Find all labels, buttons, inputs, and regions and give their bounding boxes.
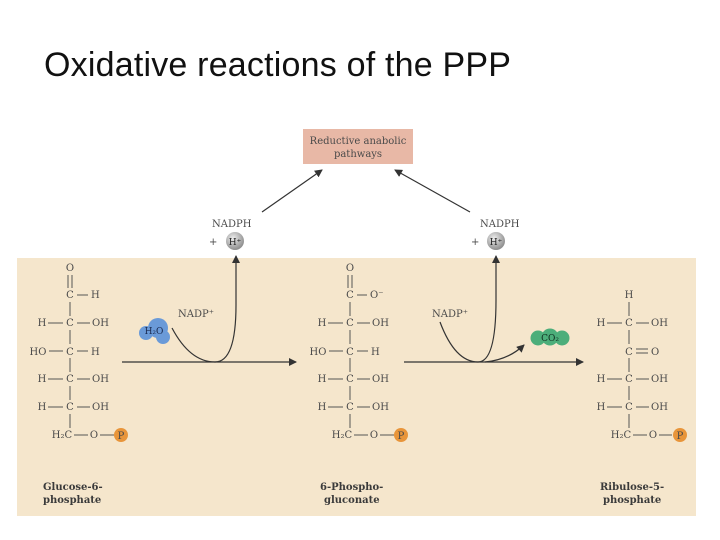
svg-text:H⁺: H⁺ — [229, 238, 242, 248]
svg-text:O⁻: O⁻ — [370, 290, 383, 301]
svg-text:H: H — [625, 290, 634, 301]
svg-text:C: C — [625, 374, 633, 385]
svg-text:OH: OH — [92, 318, 109, 329]
nadp-label-right: NADP⁺ — [432, 309, 468, 320]
svg-text:H: H — [91, 347, 100, 358]
svg-text:O: O — [370, 430, 378, 441]
arrow-to-box-right — [394, 169, 471, 213]
svg-text:OH: OH — [651, 374, 668, 385]
anabolic-pathways-box — [303, 129, 413, 164]
svg-text:OH: OH — [651, 318, 668, 329]
phosphate-icon — [394, 428, 408, 442]
svg-text:OH: OH — [92, 402, 109, 413]
compound-name-line-1: 6-Phospho- — [320, 482, 383, 493]
svg-text:H₂O: H₂O — [145, 327, 164, 337]
slide-title: Oxidative reactions of the PPP — [44, 46, 512, 84]
svg-text:C: C — [346, 290, 354, 301]
svg-text:C: C — [66, 402, 74, 413]
glucose-6-phosphate: O C H H C OH HO C H H C OH H C OH H₂C O … — [30, 263, 128, 506]
svg-text:C: C — [66, 318, 74, 329]
svg-text:P: P — [677, 431, 684, 442]
nadp-label-left: NADP⁺ — [178, 309, 214, 320]
svg-text:H: H — [318, 318, 327, 329]
co2-molecule: CO₂ — [530, 328, 570, 346]
svg-text:H: H — [597, 402, 606, 413]
svg-text:H: H — [38, 374, 47, 385]
svg-text:OH: OH — [372, 374, 389, 385]
nadp-curve-2 — [439, 255, 500, 363]
svg-text:O: O — [651, 347, 659, 358]
ribulose-5-phosphate: H H C OH C O H C OH H C OH H₂C O P Ribul… — [597, 290, 687, 506]
svg-text:OH: OH — [651, 402, 668, 413]
svg-text:H: H — [597, 318, 606, 329]
arrow-to-box-left — [261, 169, 323, 213]
svg-text:C: C — [346, 347, 354, 358]
plus-sign-left: + — [209, 237, 217, 248]
svg-text:H: H — [371, 347, 380, 358]
svg-text:C: C — [66, 347, 74, 358]
6-phosphogluconate: O C O⁻ H C OH HO C H H C OH H C OH H₂C O… — [310, 263, 408, 506]
svg-text:HO: HO — [30, 347, 47, 358]
svg-text:OH: OH — [372, 402, 389, 413]
svg-text:P: P — [118, 431, 125, 442]
svg-text:C: C — [346, 318, 354, 329]
svg-text:H: H — [318, 402, 327, 413]
compound-name-line-2: phosphate — [43, 495, 101, 506]
compound-name-line-1: Ribulose-5- — [600, 482, 664, 493]
nadp-curve-1 — [171, 255, 240, 363]
svg-text:H₂C: H₂C — [332, 430, 353, 441]
svg-text:O: O — [649, 430, 657, 441]
svg-text:O: O — [90, 430, 98, 441]
svg-text:H: H — [91, 290, 100, 301]
svg-text:HO: HO — [310, 347, 327, 358]
svg-text:O: O — [346, 263, 354, 274]
water-molecule: H₂O — [139, 318, 170, 344]
svg-text:C: C — [346, 374, 354, 385]
svg-text:H⁺: H⁺ — [490, 238, 503, 248]
box-line-2: pathways — [334, 149, 382, 160]
svg-text:H: H — [38, 402, 47, 413]
svg-text:C: C — [66, 374, 74, 385]
svg-text:C: C — [346, 402, 354, 413]
svg-text:C: C — [625, 347, 633, 358]
svg-text:OH: OH — [372, 318, 389, 329]
compound-name-line-2: phosphate — [603, 495, 661, 506]
svg-text:C: C — [66, 290, 74, 301]
h-ion-left — [226, 232, 244, 250]
svg-text:O: O — [66, 263, 74, 274]
reaction-panel — [17, 258, 696, 516]
h-ion-right — [487, 232, 505, 250]
nadph-label-left: NADPH — [212, 219, 252, 230]
nadph-label-right: NADPH — [480, 219, 520, 230]
box-line-1: Reductive anabolic — [310, 136, 407, 147]
svg-text:H₂C: H₂C — [52, 430, 73, 441]
svg-text:H: H — [318, 374, 327, 385]
plus-sign-right: + — [471, 237, 479, 248]
phosphate-icon — [673, 428, 687, 442]
svg-text:OH: OH — [92, 374, 109, 385]
phosphate-icon — [114, 428, 128, 442]
co2-release-arrow — [484, 344, 525, 363]
svg-text:P: P — [398, 431, 405, 442]
svg-text:H: H — [597, 374, 606, 385]
svg-text:H: H — [38, 318, 47, 329]
compound-name-line-1: Glucose-6- — [43, 482, 103, 493]
svg-text:CO₂: CO₂ — [541, 334, 559, 344]
compound-name-line-2: gluconate — [324, 495, 380, 506]
svg-text:C: C — [625, 402, 633, 413]
svg-text:C: C — [625, 318, 633, 329]
svg-text:H₂C: H₂C — [611, 430, 632, 441]
